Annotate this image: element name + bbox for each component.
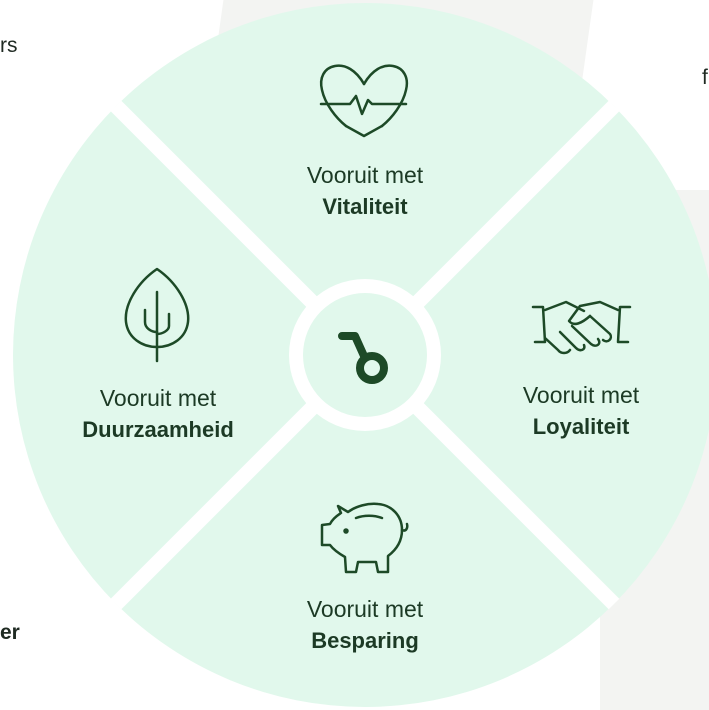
handshake-icon [531, 300, 632, 355]
edge-text-bottom-left: er [0, 621, 20, 644]
label-title: Loyaliteit [532, 414, 630, 439]
segment-label-vitaliteit: Vooruit met Vitaliteit [265, 159, 465, 223]
label-title: Vitaliteit [322, 194, 408, 219]
label-title: Duurzaamheid [82, 417, 234, 442]
label-prefix: Vooruit met [306, 596, 424, 622]
piggy-bank-icon [320, 502, 409, 574]
label-prefix: Vooruit met [522, 382, 640, 408]
segment-label-loyaliteit: Vooruit met Loyaliteit [481, 379, 681, 443]
label-title: Besparing [311, 628, 419, 653]
segment-label-duurzaamheid: Vooruit met Duurzaamheid [48, 382, 268, 446]
label-prefix: Vooruit met [99, 385, 217, 411]
segment-label-besparing: Vooruit met Besparing [265, 593, 465, 657]
tree-icon [124, 267, 190, 363]
heart-pulse-icon [319, 64, 409, 138]
label-prefix: Vooruit met [306, 162, 424, 188]
brand-logo-icon [338, 332, 388, 384]
edge-text-top-right: f [702, 66, 708, 89]
edge-text-top-left: rs [0, 34, 18, 57]
